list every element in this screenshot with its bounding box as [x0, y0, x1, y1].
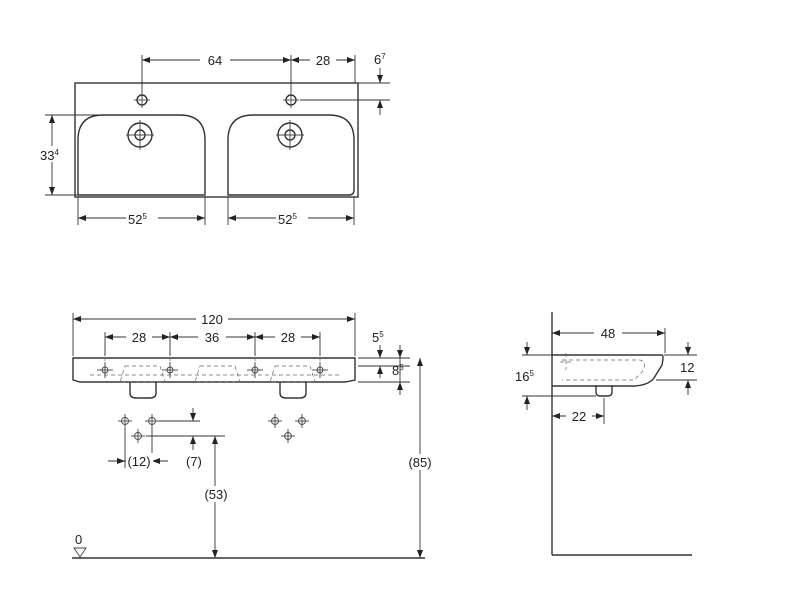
- waste-side: [595, 386, 613, 397]
- bowl-right: [227, 114, 355, 196]
- dim-tap-from-back: 67: [374, 52, 386, 67]
- dim-overall-width: 120: [201, 312, 223, 327]
- dim-waste-offset: (12): [127, 454, 150, 469]
- dim-tap-spacing: 64: [208, 53, 222, 68]
- dim-mount-height: (85): [408, 455, 431, 470]
- dim-depth: 48: [601, 326, 615, 341]
- top-view: 64 28 67 334 525 525: [38, 52, 390, 227]
- basin-profile: [552, 354, 664, 387]
- dim-height-right: 12: [680, 360, 694, 375]
- dim-front-height: 85: [392, 363, 404, 378]
- front-view: 120 28 36 28 55 85: [72, 311, 436, 559]
- side-view: 48 165 12 22: [515, 312, 697, 556]
- floor-level-marker: [73, 547, 87, 558]
- drain-left: [126, 120, 154, 150]
- dim-bowl-depth: 334: [40, 148, 59, 163]
- dim-fix-right: 28: [281, 330, 295, 345]
- dim-fix-middle: 36: [205, 330, 219, 345]
- tap-hole-left: [134, 92, 150, 108]
- dim-bowl-right-width: 525: [278, 212, 297, 227]
- bowl-left: [77, 114, 206, 196]
- floor-level-label: 0: [75, 532, 82, 547]
- dim-height-left: 165: [515, 369, 534, 384]
- dim-waste-from-wall: 22: [572, 409, 586, 424]
- dim-waste-drop: (7): [186, 454, 202, 469]
- waste-right: [279, 382, 307, 399]
- waste-left: [129, 382, 157, 399]
- drain-right: [276, 120, 304, 150]
- basin-outline-front: [72, 357, 356, 383]
- basin-outline-top: [74, 82, 359, 198]
- dim-bowl-left-width: 525: [128, 212, 147, 227]
- dim-fix-left: 28: [132, 330, 146, 345]
- dim-rim-thickness: 55: [372, 330, 384, 345]
- dim-waste-height: (53): [204, 487, 227, 502]
- tap-hole-right: [283, 92, 299, 108]
- dim-tap-to-edge: 28: [316, 53, 330, 68]
